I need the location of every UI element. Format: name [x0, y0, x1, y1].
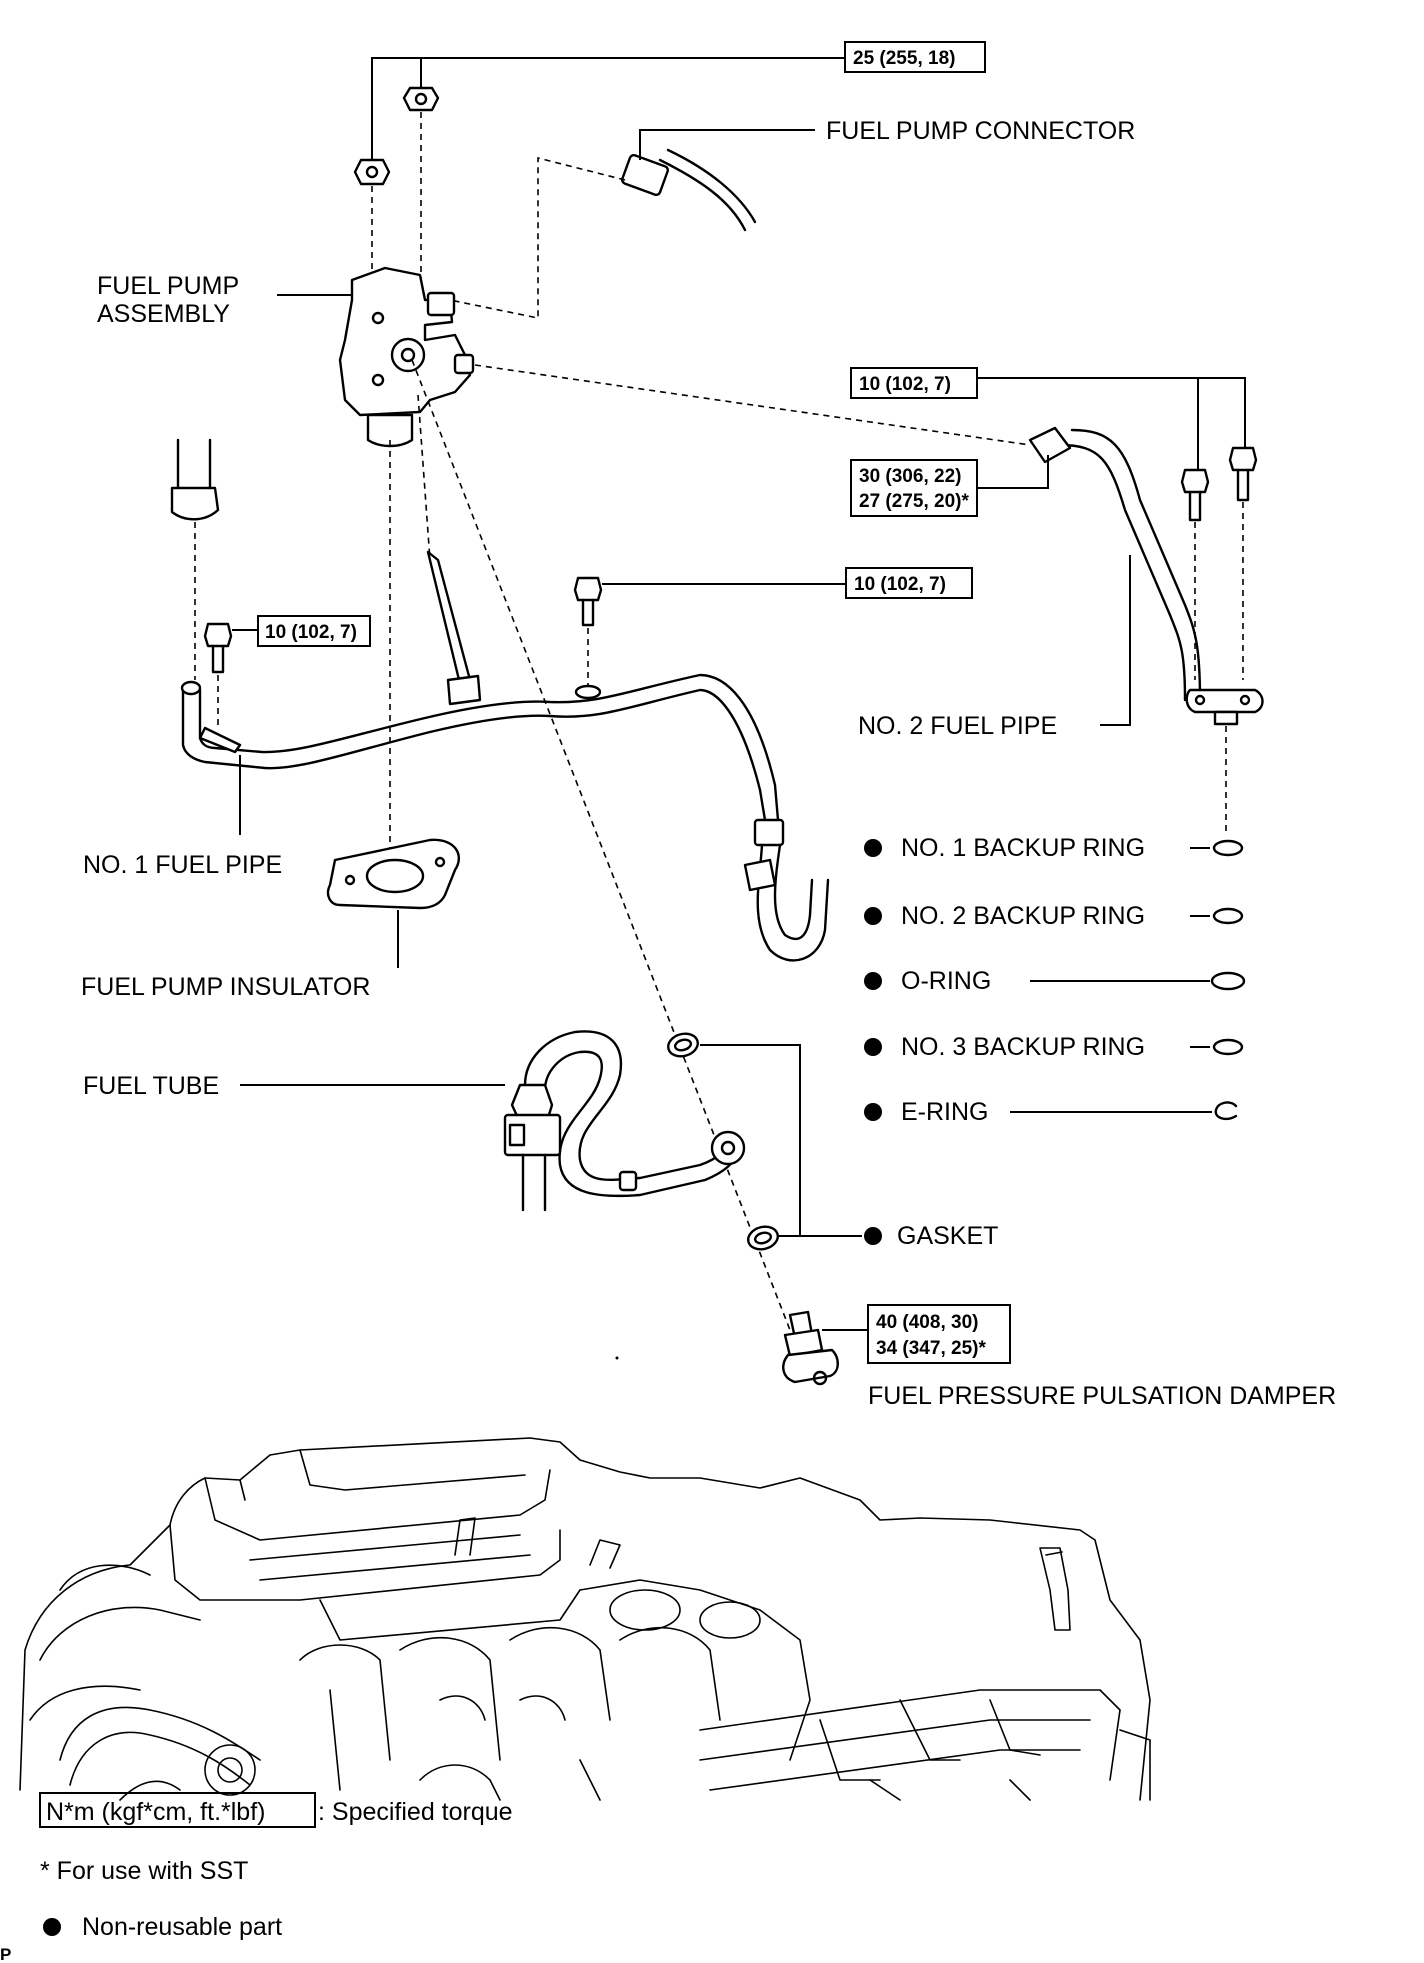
nonreusable-bullet-icon [864, 839, 882, 857]
nonreusable-item: NO. 3 BACKUP RING [901, 1033, 1145, 1061]
no1-fuel-pipe-hose-part [426, 550, 482, 706]
hose-part [170, 438, 220, 521]
fuel-pressure-pulsation-damper-part [782, 1310, 839, 1386]
torque-pump-nuts: 25 (255, 18) [853, 48, 955, 69]
backup-ring-icon [1212, 907, 1244, 925]
legend-torque-box: N*m (kgf*cm, ft.*lbf) [46, 1798, 265, 1826]
pump-nuts-callout: 25 (255, 18) [371, 41, 986, 160]
torque-damper-2: 34 (347, 25)* [876, 1338, 986, 1359]
backup-ring-icon [1212, 1038, 1244, 1056]
nonreusable-item: NO. 1 BACKUP RING [901, 834, 1145, 862]
e-ring-icon [1214, 1101, 1238, 1121]
nonreusable-bullet-icon [864, 1227, 882, 1245]
label-fuel-pressure-pulsation-damper: FUEL PRESSURE PULSATION DAMPER [868, 1382, 1336, 1410]
legend-sst-note: * For use with SST [40, 1857, 248, 1885]
nonreusable-list: NO. 1 BACKUP RING NO. 2 BACKUP RING O-RI… [864, 834, 1246, 1250]
nonreusable-bullet-icon [864, 972, 882, 990]
label-fuel-pump-connector: FUEL PUMP CONNECTOR [826, 117, 1135, 145]
fuel-pump-assembly-part [338, 266, 475, 448]
nonreusable-item: E-RING [901, 1098, 989, 1126]
bolt-icon [573, 576, 603, 627]
backup-ring-icon [1212, 839, 1244, 857]
fuel-pump-insulator-part [326, 838, 461, 910]
torque-no2-pipe-bolts: 10 (102, 7) [859, 374, 951, 395]
gasket-icon [667, 1032, 699, 1058]
label-no2-fuel-pipe: NO. 2 FUEL PIPE [858, 712, 1057, 740]
legend: N*m (kgf*cm, ft.*lbf) : Specified torque… [39, 1792, 513, 1941]
corner-mark: P [0, 1945, 11, 1963]
flange-nut-icon [402, 86, 440, 112]
label-fuel-pump-insulator: FUEL PUMP INSULATOR [81, 973, 370, 1001]
nonreusable-item: NO. 2 BACKUP RING [901, 902, 1145, 930]
bolt-icon [1228, 446, 1258, 502]
nonreusable-bullet-icon [43, 1918, 61, 1936]
fuel-pump-connector-part [621, 129, 815, 232]
bolt-icon [1180, 468, 1210, 522]
fuel-tube-part [503, 1030, 746, 1212]
torque-left-bolt: 10 (102, 7) [265, 622, 357, 643]
torque-center-bolt: 10 (102, 7) [854, 574, 946, 595]
bolt-icon [203, 622, 233, 674]
label-fuel-tube: FUEL TUBE [83, 1072, 219, 1100]
label-fuel-pump-assembly-2: ASSEMBLY [97, 300, 230, 328]
legend-torque-text: : Specified torque [318, 1798, 513, 1826]
no2-fuel-pipe-part [1028, 426, 1264, 726]
torque-damper-1: 40 (408, 30) [876, 1312, 978, 1333]
nonreusable-bullet-icon [864, 1038, 882, 1056]
legend-nonreusable-note: Non-reusable part [82, 1913, 282, 1941]
nonreusable-item: GASKET [897, 1222, 998, 1250]
nonreusable-bullet-icon [864, 1103, 882, 1121]
gasket-icon [747, 1225, 779, 1251]
torque-pipe-union-1: 30 (306, 22) [859, 466, 961, 487]
no1-fuel-pipe-part [180, 673, 830, 962]
o-ring-icon [1210, 971, 1246, 991]
flange-nut-icon [353, 158, 391, 186]
engine-line-drawing [19, 1437, 1151, 1801]
label-fuel-pump-assembly-1: FUEL PUMP [97, 272, 239, 300]
nonreusable-bullet-icon [864, 907, 882, 925]
torque-pipe-union-2: 27 (275, 20)* [859, 491, 969, 512]
nonreusable-item: O-RING [901, 967, 991, 995]
label-no1-fuel-pipe: NO. 1 FUEL PIPE [83, 851, 282, 879]
